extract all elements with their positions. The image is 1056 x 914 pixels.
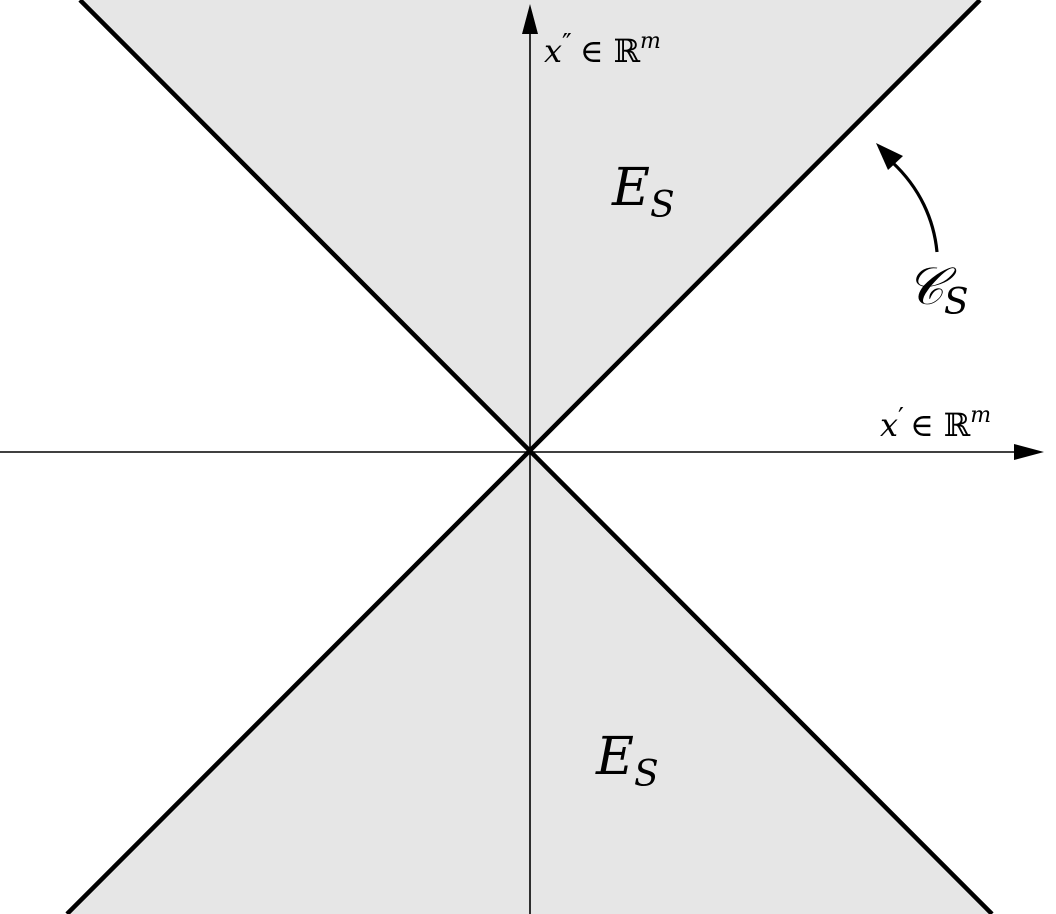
- upper-region-main: E: [611, 158, 650, 218]
- vertical-axis-arrowhead: [522, 4, 538, 34]
- vertical-axis-exponent: m: [640, 29, 661, 54]
- horizontal-axis-prime: ′: [898, 403, 904, 433]
- vertical-axis-label: x″ ∈ℝm: [544, 29, 661, 70]
- horizontal-axis-arrowhead: [1014, 444, 1044, 460]
- horizontal-axis-space: ℝ: [944, 406, 971, 444]
- cone-label: 𝒞S: [906, 257, 969, 323]
- upper-region-label: ES: [611, 158, 675, 226]
- vertical-axis-prime: ″: [562, 29, 572, 59]
- cone-pointer-arrow: [890, 160, 939, 253]
- vertical-axis-space: ℝ: [613, 32, 640, 70]
- vertical-axis-variable: x: [544, 32, 562, 70]
- cone-boundary-line-descending: [78, 0, 994, 914]
- cone-label-subscript: S: [944, 282, 969, 323]
- vertical-axis-relation: ∈: [580, 32, 604, 70]
- lower-region-main: E: [595, 727, 634, 787]
- horizontal-axis-label: x′∈ ℝm: [880, 403, 991, 444]
- horizontal-axis-variable: x: [880, 406, 898, 444]
- lower-region-label: ES: [595, 727, 659, 795]
- cone-pointer-arrowhead: [876, 143, 903, 170]
- cone-boundary-line-ascending: [65, 0, 982, 914]
- horizontal-axis-exponent: m: [970, 403, 991, 428]
- horizontal-axis-relation: ∈: [910, 406, 934, 444]
- lower-region-subscript: S: [634, 754, 659, 795]
- upper-region-subscript: S: [650, 185, 675, 226]
